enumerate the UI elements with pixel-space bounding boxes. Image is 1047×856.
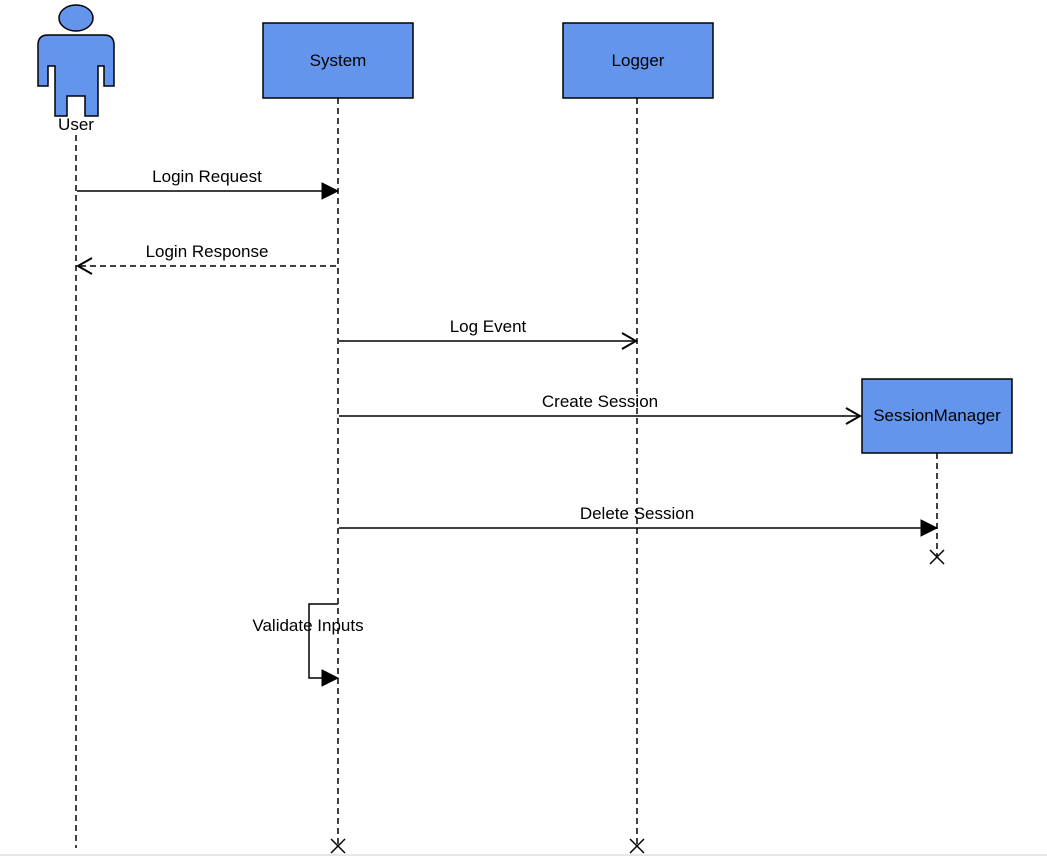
open-arrowhead [845, 407, 863, 425]
message-label: Login Response [146, 242, 269, 261]
canvas-bottom-border [0, 854, 1047, 856]
participant-session-manager: SessionManager [861, 378, 1013, 454]
participant-system: System [262, 22, 414, 99]
destroy-session-manager-icon [929, 549, 945, 565]
message-label: Create Session [542, 392, 658, 411]
participant-label: User [58, 115, 94, 134]
open-arrowhead [75, 257, 93, 275]
message-label: Delete Session [580, 504, 694, 523]
open-arrowhead [621, 332, 639, 350]
participant-label: System [310, 51, 367, 70]
message-log-event: Log Event [339, 317, 639, 350]
participant-user: User [37, 4, 115, 134]
message-label: Login Request [152, 167, 262, 186]
participant-logger: Logger [562, 22, 714, 99]
message-label: Validate Inputs [252, 616, 363, 635]
filled-arrowhead [920, 519, 939, 537]
filled-arrowhead [321, 669, 340, 687]
message-label: Log Event [450, 317, 527, 336]
participant-label: SessionManager [873, 406, 1001, 425]
actor-person-icon [37, 4, 115, 117]
destroy-logger-icon [629, 838, 645, 854]
message-validate-inputs: Validate Inputs [252, 603, 364, 687]
destroy-system-icon [330, 838, 346, 854]
message-login-response: Login Response [75, 242, 337, 275]
message-login-request: Login Request [77, 167, 340, 200]
filled-arrowhead [321, 182, 340, 200]
message-create-session: Create Session [339, 392, 863, 425]
message-delete-session: Delete Session [339, 504, 939, 537]
participant-label: Logger [612, 51, 665, 70]
